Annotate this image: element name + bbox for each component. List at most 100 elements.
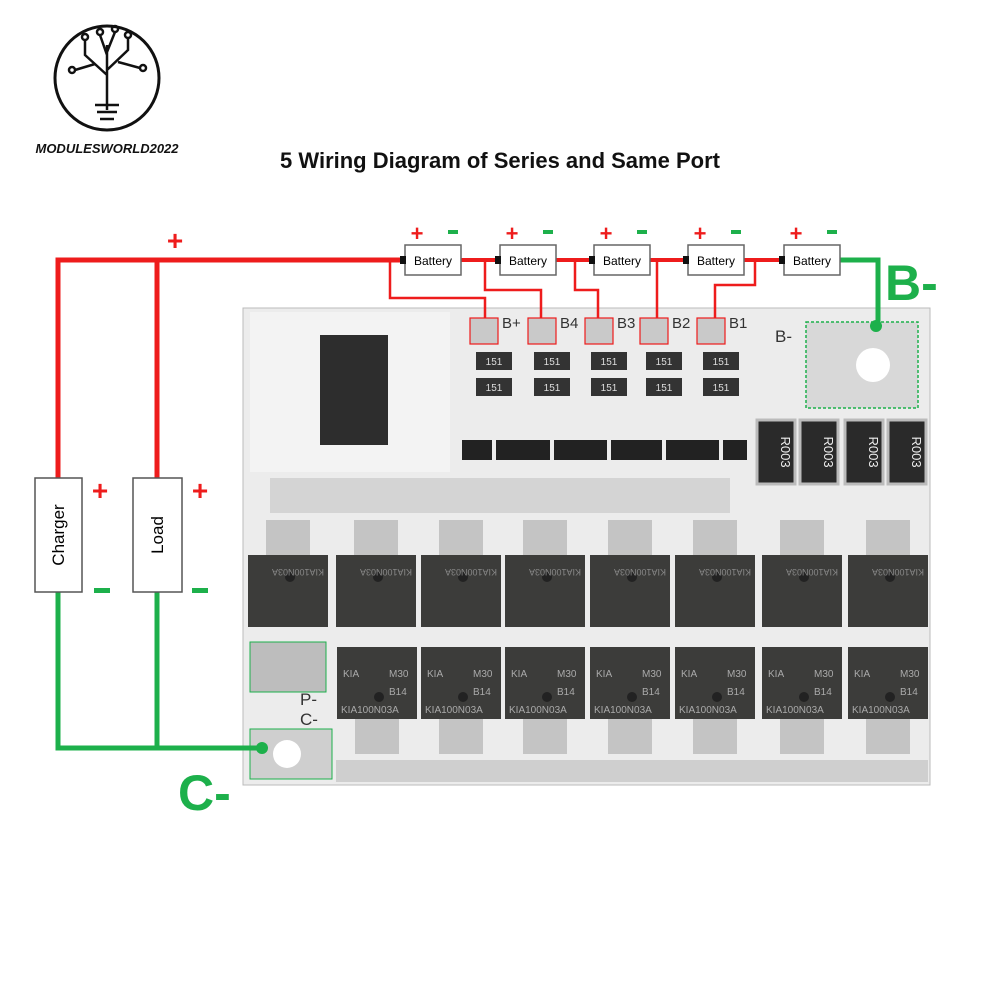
- pad-label: B+: [502, 315, 521, 332]
- mosfet-tab: [866, 719, 910, 754]
- mosfet-body: [675, 647, 755, 719]
- mosfet-text: M30: [557, 669, 577, 680]
- mosfet-text: KIA100N03A: [272, 567, 324, 577]
- mosfet-body: [505, 555, 585, 627]
- load: Load +: [132, 475, 208, 593]
- battery: Battery+: [683, 221, 745, 276]
- b-minus-label: B-: [885, 255, 938, 311]
- battery-minus-icon: [731, 230, 741, 234]
- mosfet-text: KIA100N03A: [766, 705, 824, 716]
- mosfet-tab: [780, 520, 824, 555]
- b-minus-wire: [838, 257, 881, 325]
- balance-tap-wire: [388, 260, 487, 318]
- mosfet-tab: [523, 719, 567, 754]
- logo-circuit-tree-icon: [67, 24, 148, 121]
- wires: [55, 257, 882, 754]
- transistor: [462, 440, 492, 460]
- mosfet-text: KIA100N03A: [445, 567, 497, 577]
- silk-p-minus: P-: [300, 690, 317, 709]
- mosfet-dot: [285, 572, 295, 582]
- transistor: [723, 440, 747, 460]
- battery-plus: +: [506, 221, 519, 246]
- smd-marking: 151: [713, 383, 730, 394]
- silk-c-minus: C-: [300, 710, 318, 729]
- p-minus-pad: [249, 641, 327, 693]
- battery-terminal: [683, 256, 689, 264]
- mosfet-text: KIA100N03A: [341, 705, 399, 716]
- mosfet-dot: [799, 572, 809, 582]
- transistor: [689, 440, 719, 460]
- mosfet-text: KIA100N03A: [852, 705, 910, 716]
- mosfet-text: B14: [727, 687, 745, 698]
- mosfet-dot: [542, 572, 552, 582]
- mosfet: KIA100N03A: [848, 520, 928, 627]
- shunt-resistor: R003: [843, 418, 885, 486]
- battery-terminal: [589, 256, 595, 264]
- battery-label: Battery: [697, 254, 735, 268]
- battery-box: [687, 244, 745, 276]
- battery: Battery+: [589, 221, 651, 276]
- mosfet-dot: [542, 692, 552, 702]
- charger-label: Charger: [49, 504, 68, 566]
- mosfet: KIA100N03A: [336, 520, 416, 627]
- battery-terminal: [495, 256, 501, 264]
- charger-box: [34, 477, 83, 593]
- mosfet-text: KIA100N03A: [679, 705, 737, 716]
- smd-resistor: [591, 378, 627, 396]
- mosfet-tab: [866, 520, 910, 555]
- pad-label: B1: [729, 315, 747, 332]
- mosfet: KIA100N03A: [590, 520, 670, 627]
- mosfet-dot: [627, 692, 637, 702]
- mosfet-text: KIA: [427, 669, 443, 680]
- copper-strip-bottom: [336, 760, 928, 782]
- mosfet-text: KIA100N03A: [786, 567, 838, 577]
- smd-resistor: [646, 378, 682, 396]
- mosfet-tab: [355, 719, 399, 754]
- positive-wire: [55, 257, 405, 478]
- copper-strip-middle: [270, 478, 730, 513]
- balance-pad: [527, 317, 557, 345]
- mosfet-tab: [523, 520, 567, 555]
- mosfet-text: KIA100N03A: [509, 705, 567, 716]
- mosfet-text: B14: [900, 687, 918, 698]
- mosfet: KIA100N03A: [505, 520, 585, 627]
- mosfet-body: [762, 555, 842, 627]
- transistor: [666, 440, 690, 460]
- charger-minus-icon: [94, 588, 110, 593]
- mosfet-dot: [712, 572, 722, 582]
- battery-box: [783, 244, 841, 276]
- battery-box: [593, 244, 651, 276]
- mosfet: KIA100N03A: [675, 520, 755, 627]
- pad-label: B2: [672, 315, 690, 332]
- battery-plus: +: [790, 221, 803, 246]
- mosfet-tab: [693, 719, 737, 754]
- smd-marking: 151: [544, 357, 561, 368]
- mosfet-text: KIA: [343, 669, 359, 680]
- mosfet-text: M30: [389, 669, 409, 680]
- brand-name: MODULESWORLD2022: [35, 141, 179, 156]
- transistor: [611, 440, 635, 460]
- charger-plus: +: [92, 475, 108, 506]
- load-plus: +: [192, 475, 208, 506]
- c-minus-dot: [256, 742, 268, 754]
- battery-terminal: [400, 256, 406, 264]
- mosfet-dot: [885, 692, 895, 702]
- smd-resistor: [476, 378, 512, 396]
- silk-b-minus: B-: [775, 327, 792, 346]
- mosfet-body: [590, 555, 670, 627]
- c-minus-hole: [273, 740, 301, 768]
- mosfet-dot: [627, 572, 637, 582]
- ic-chip: [320, 335, 388, 445]
- transistor: [577, 440, 607, 460]
- mosfet-text: M30: [814, 669, 834, 680]
- c-minus-label: C-: [178, 765, 231, 821]
- negative-wire: [55, 592, 262, 751]
- mosfet-dot: [712, 692, 722, 702]
- transistor: [496, 440, 520, 460]
